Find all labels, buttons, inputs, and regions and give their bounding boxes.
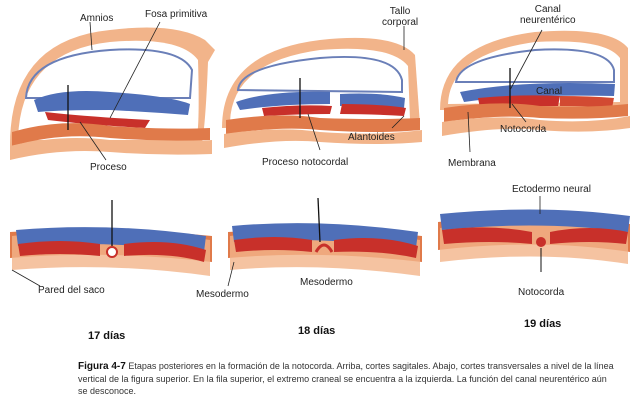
label-mesodermo-mid: Mesodermo xyxy=(300,277,353,288)
label-proceso: Proceso xyxy=(90,162,127,173)
label-amnios: Amnios xyxy=(80,13,114,24)
label-mesodermo-left: Mesodermo xyxy=(196,289,249,300)
figure-caption: Figura 4-7 Etapas posteriores en la form… xyxy=(78,360,618,397)
label-proceso-notocordal: Proceso notocordal xyxy=(262,157,349,168)
day-19: 19 días xyxy=(524,318,562,330)
transverse-18 xyxy=(228,197,422,276)
label-fosa-primitiva: Fosa primitiva xyxy=(145,9,208,20)
label-notocorda-bottom: Notocorda xyxy=(518,287,565,298)
transverse-17 xyxy=(10,200,212,276)
label-notocorda-top: Notocorda xyxy=(500,124,547,135)
label-canal: Canal xyxy=(536,86,563,97)
sagittal-19 xyxy=(440,30,630,136)
caption-text: Etapas posteriores en la formación de la… xyxy=(78,361,614,396)
label-membrana: Membrana xyxy=(448,158,496,169)
label-pared-del-saco: Pared del saco xyxy=(38,285,105,296)
day-17: 17 días xyxy=(88,330,126,342)
transverse-19 xyxy=(438,209,630,272)
label-tallo-corporal: Tallo corporal xyxy=(382,6,419,28)
sagittal-17 xyxy=(10,27,215,160)
label-alantoides: Alantoides xyxy=(348,132,395,143)
leader-lines xyxy=(11,21,543,287)
sagittal-18 xyxy=(222,37,422,148)
label-ectodermo-neural: Ectodermo neural xyxy=(512,184,591,195)
caption-title: Figura 4-7 xyxy=(78,361,126,372)
label-canal-neurenterico: Canal neurentérico xyxy=(520,4,576,26)
day-18: 18 días xyxy=(298,325,336,337)
